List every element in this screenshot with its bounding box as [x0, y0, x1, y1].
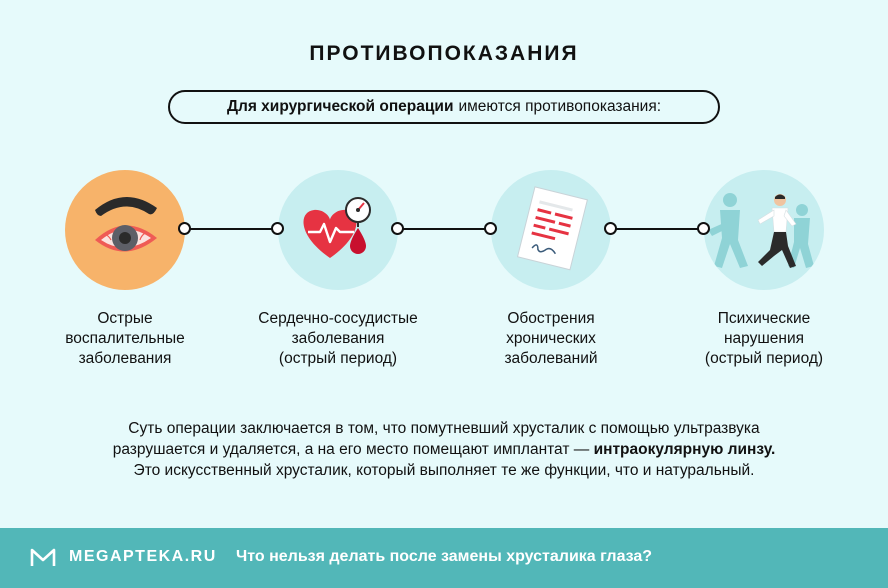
connector-dot	[697, 222, 710, 235]
item-label-mental: Психические нарушения (острый период)	[704, 310, 824, 367]
connector-line	[611, 228, 704, 230]
medical-document-icon	[516, 186, 588, 271]
intro-bold: Для хирургической операции	[226, 98, 454, 115]
item-circle-inflammation	[65, 170, 185, 290]
item-circle-cardio	[278, 170, 398, 290]
connector-line	[185, 228, 278, 230]
item-label-chronic: Обострения хронических заболеваний	[504, 310, 598, 367]
brand-name[interactable]: MEGAPTEKA.RU	[69, 548, 217, 565]
item-label-inflammation: Острые воспалительные заболевания	[65, 310, 185, 367]
lens-highlight: интраокулярную линзу.	[593, 441, 776, 458]
intro-rest: имеются противопоказания:	[458, 98, 662, 115]
heart-pressure-icon	[303, 197, 371, 258]
page-title: ПРОТИВОПОКАЗАНИЯ	[309, 42, 579, 65]
connector-dot	[484, 222, 497, 235]
description-text: Суть операции заключается в том, что пом…	[112, 420, 776, 479]
running-man-icon	[708, 193, 814, 268]
item-label-cardio: Сердечно-сосудистые заболевания (острый …	[258, 310, 418, 367]
inflamed-eye-icon	[95, 196, 157, 252]
item-circle-mental	[704, 170, 824, 290]
connector-dot	[271, 222, 284, 235]
footer-article-link[interactable]: Что нельзя делать после замены хрусталик…	[236, 548, 653, 565]
connector-dot	[391, 222, 404, 235]
connector-dot	[178, 222, 191, 235]
footer-bar: MEGAPTEKA.RU Что нельзя делать после зам…	[0, 528, 888, 588]
item-circle-chronic	[491, 170, 611, 290]
intro-pill: Для хирургической операции имеются проти…	[168, 90, 720, 124]
connector-dot	[604, 222, 617, 235]
connector-line	[398, 228, 491, 230]
brand-logo-icon	[30, 548, 56, 566]
